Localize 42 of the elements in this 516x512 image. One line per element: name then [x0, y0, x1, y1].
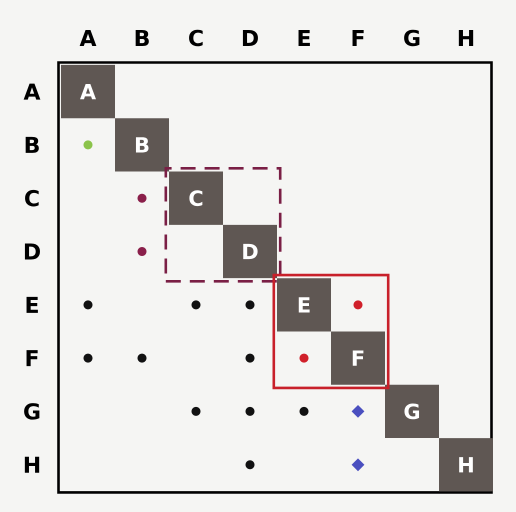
dependency-dot [300, 406, 308, 416]
diagonal-cell: B [115, 118, 169, 172]
row-header: F [26, 350, 38, 366]
dependency-dot [192, 406, 200, 416]
dependency-dot [246, 300, 254, 310]
dashed-group-box [164, 167, 282, 283]
dependency-dot [354, 300, 362, 310]
dependency-dot [300, 354, 308, 363]
dependency-diamond [352, 458, 364, 472]
diagonal-cell: G [385, 384, 439, 438]
row-header: D [24, 244, 40, 260]
dependency-diamond [352, 404, 364, 418]
column-header: B [136, 30, 149, 46]
row-header: G [24, 403, 40, 420]
diagonal-cell: F [331, 331, 385, 385]
diagonal-cell: E [277, 278, 331, 332]
group-box [272, 274, 390, 390]
column-header: C [189, 30, 203, 46]
dependency-dot [84, 140, 92, 150]
row-header: H [24, 456, 40, 473]
dependency-dot [192, 300, 200, 310]
diagonal-cell: D [223, 224, 277, 278]
column-header: G [404, 30, 420, 46]
column-header: D [242, 30, 258, 46]
dependency-dot [84, 354, 92, 363]
row-header: C [25, 190, 39, 206]
row-header: A [24, 84, 40, 100]
column-header: H [458, 30, 474, 46]
row-header: E [26, 296, 38, 313]
column-header: F [352, 30, 364, 46]
dependency-dot [246, 354, 254, 363]
diagonal-cell: C [169, 172, 223, 225]
row-header: B [26, 136, 39, 153]
dependency-dot [138, 194, 146, 203]
dependency-dot [138, 246, 146, 256]
dependency-dot [246, 460, 254, 470]
dependency-dot [138, 354, 146, 363]
dependency-dot [246, 406, 254, 416]
diagonal-cell: H [439, 438, 493, 492]
diagonal-cell: A [61, 64, 115, 118]
dependency-dot [84, 300, 92, 310]
column-header: E [298, 30, 310, 46]
